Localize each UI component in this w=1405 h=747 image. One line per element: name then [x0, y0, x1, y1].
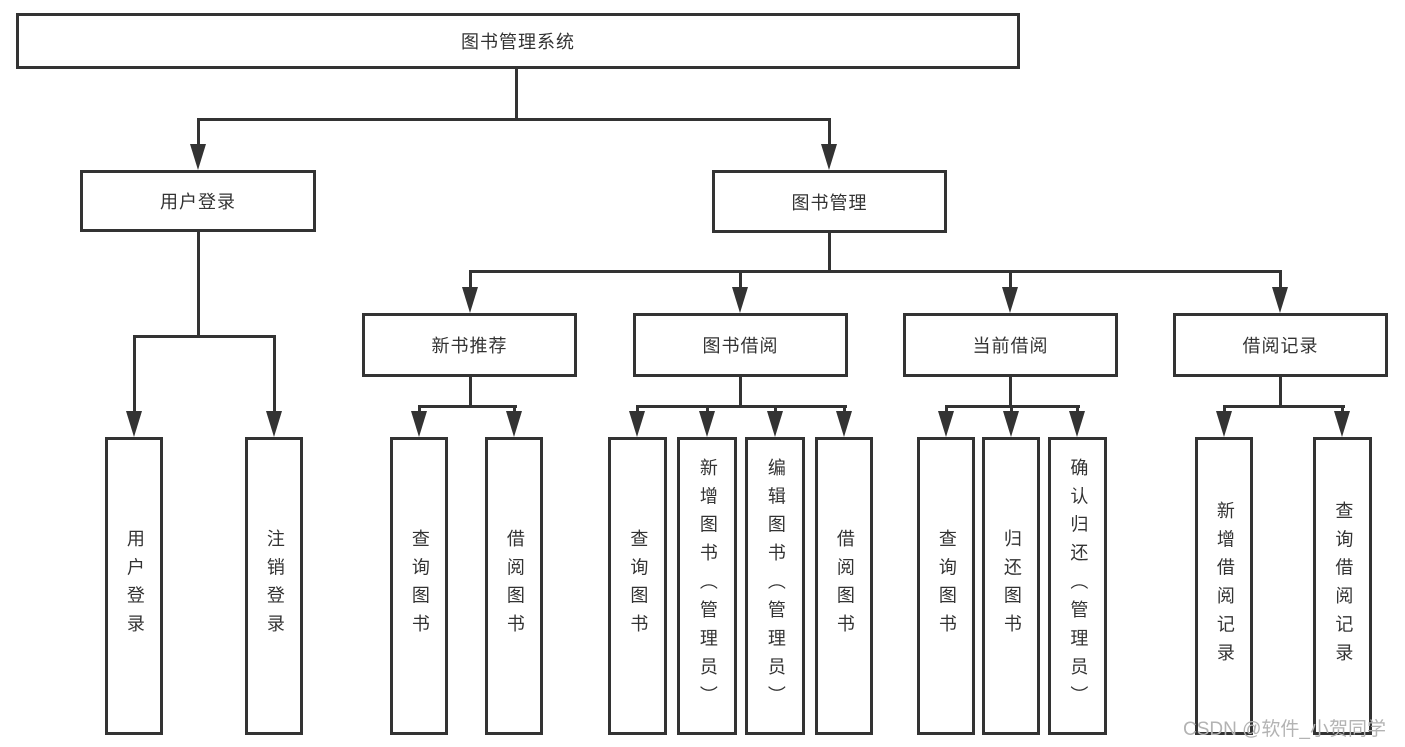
leaf-user-login: 用户登录: [105, 437, 163, 735]
arrowhead-down-icon: [1003, 411, 1019, 437]
node-book-borrowing-label: 图书借阅: [702, 336, 779, 356]
leaf-query-borrow-record-label: 查询借阅记录: [1333, 500, 1354, 672]
arrowhead-down-icon: [190, 144, 206, 170]
connector-line: [469, 270, 1282, 273]
connector-line: [1009, 377, 1012, 407]
connector-line: [739, 270, 742, 289]
connector-line: [774, 405, 777, 413]
node-book-management-branch: 图书管理: [712, 170, 947, 233]
connector-line: [739, 377, 742, 407]
connector-line: [1279, 270, 1282, 289]
arrowhead-down-icon: [126, 411, 142, 437]
leaf-borrow-books: 借阅图书: [815, 437, 873, 735]
connector-line: [706, 405, 709, 413]
connector-line: [418, 405, 517, 408]
connector-line: [828, 233, 831, 272]
connector-line: [133, 335, 275, 338]
connector-line: [133, 335, 136, 413]
leaf-add-borrow-record: 新增借阅记录: [1195, 437, 1253, 735]
connector-line: [197, 232, 200, 338]
leaf-confirm-return-admin: 确认归还（管理员）: [1048, 437, 1107, 735]
node-current-borrowing-label: 当前借阅: [972, 336, 1049, 356]
connector-line: [469, 377, 472, 407]
connector-line: [1341, 405, 1344, 413]
arrowhead-down-icon: [732, 287, 748, 313]
node-user-login-branch-label: 用户登录: [160, 192, 236, 212]
connector-line: [515, 69, 518, 120]
node-root: 图书管理系统: [16, 13, 1020, 69]
arrowhead-down-icon: [1069, 411, 1085, 437]
leaf-query-books-current: 查询图书: [917, 437, 975, 735]
arrowhead-down-icon: [462, 287, 478, 313]
node-book-management-branch-label: 图书管理: [791, 192, 868, 213]
leaf-return-books: 归还图书: [982, 437, 1040, 735]
connector-line: [636, 405, 847, 408]
connector-line: [1223, 405, 1345, 408]
leaf-query-borrow-record: 查询借阅记录: [1313, 437, 1372, 735]
arrowhead-down-icon: [767, 411, 783, 437]
connector-line: [843, 405, 846, 413]
connector-line: [469, 270, 472, 289]
node-current-borrowing: 当前借阅: [903, 313, 1118, 377]
leaf-logout-label: 注销登录: [264, 529, 285, 643]
node-borrowing-records: 借阅记录: [1173, 313, 1388, 377]
connector-line: [828, 118, 831, 146]
leaf-user-login-label: 用户登录: [124, 529, 145, 643]
arrowhead-down-icon: [836, 411, 852, 437]
connector-line: [418, 405, 421, 413]
leaf-add-borrow-record-label: 新增借阅记录: [1214, 500, 1235, 672]
connector-line: [1076, 405, 1079, 413]
leaf-edit-books-admin-label: 编辑图书（管理员）: [765, 458, 786, 714]
arrowhead-down-icon: [1334, 411, 1350, 437]
leaf-query-books-current-label: 查询图书: [936, 529, 957, 643]
leaf-query-books-recommend-label: 查询图书: [409, 529, 430, 643]
arrowhead-down-icon: [821, 144, 837, 170]
connector-line: [1279, 377, 1282, 407]
csdn-watermark: CSDN @软件_小贺同学: [1183, 719, 1386, 740]
leaf-logout: 注销登录: [245, 437, 303, 735]
arrowhead-down-icon: [938, 411, 954, 437]
connector-line: [197, 118, 200, 146]
leaf-query-books-recommend: 查询图书: [390, 437, 448, 735]
node-user-login-branch: 用户登录: [80, 170, 316, 232]
leaf-add-books-admin: 新增图书（管理员）: [677, 437, 737, 735]
leaf-edit-books-admin: 编辑图书（管理员）: [745, 437, 805, 735]
node-new-book-recommend: 新书推荐: [362, 313, 577, 377]
leaf-query-books-borrowing-label: 查询图书: [628, 529, 649, 643]
leaf-return-books-label: 归还图书: [1001, 529, 1022, 643]
connector-line: [1223, 405, 1226, 413]
arrowhead-down-icon: [629, 411, 645, 437]
arrowhead-down-icon: [1002, 287, 1018, 313]
arrowhead-down-icon: [1216, 411, 1232, 437]
connector-line: [273, 335, 276, 413]
connector-line: [945, 405, 948, 413]
connector-line: [1009, 270, 1012, 289]
leaf-query-books-borrowing: 查询图书: [608, 437, 667, 735]
leaf-add-books-admin-label: 新增图书（管理员）: [697, 458, 718, 714]
leaf-borrow-books-recommend-label: 借阅图书: [504, 529, 525, 643]
leaf-borrow-books-label: 借阅图书: [834, 529, 855, 643]
leaf-borrow-books-recommend: 借阅图书: [485, 437, 543, 735]
leaf-confirm-return-admin-label: 确认归还（管理员）: [1068, 458, 1089, 714]
arrowhead-down-icon: [266, 411, 282, 437]
node-new-book-recommend-label: 新书推荐: [431, 336, 508, 356]
arrowhead-down-icon: [699, 411, 715, 437]
node-borrowing-records-label: 借阅记录: [1242, 336, 1319, 356]
arrowhead-down-icon: [506, 411, 522, 437]
connector-line: [513, 405, 516, 413]
node-book-borrowing: 图书借阅: [633, 313, 848, 377]
connector-line: [197, 118, 831, 121]
arrowhead-down-icon: [1272, 287, 1288, 313]
connector-line: [1010, 405, 1013, 413]
connector-line: [636, 405, 639, 413]
arrowhead-down-icon: [411, 411, 427, 437]
node-root-label: 图书管理系统: [461, 32, 575, 52]
